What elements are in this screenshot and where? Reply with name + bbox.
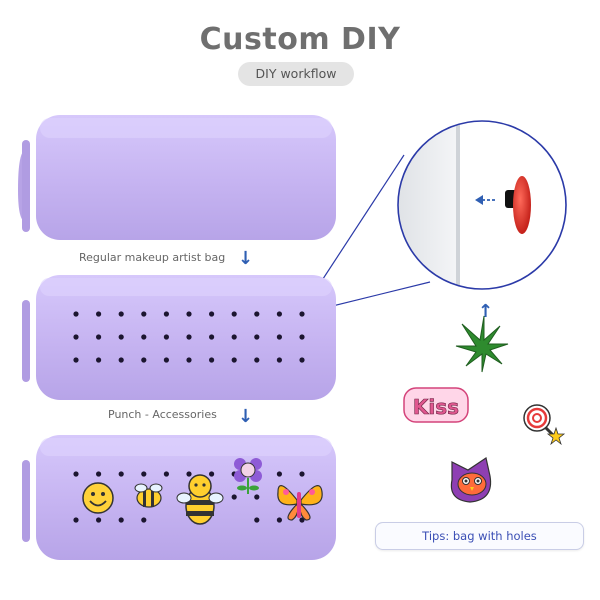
step-caption-1: Regular makeup artist bag [79,251,226,264]
hole [209,334,215,340]
subtitle-badge: DIY workflow [238,62,354,86]
hole [118,357,124,363]
hole [276,471,282,477]
up-arrow-icon: ↑ [478,301,494,322]
hole [231,311,237,317]
pin-button-icon [505,176,531,234]
hole [163,357,169,363]
hole [254,517,260,523]
hole [141,517,147,523]
hole [254,334,260,340]
step-caption-2: Punch - Accessories [108,408,217,421]
hole [299,334,305,340]
hole [96,311,102,317]
hole [186,357,192,363]
flower-charm-icon [234,458,262,494]
hole [299,311,305,317]
hole [254,494,260,500]
plain-bag [18,115,336,240]
hole [141,334,147,340]
leaf-charm-icon [455,315,509,373]
hole [118,517,124,523]
hole [141,357,147,363]
hole [231,494,237,500]
smiley-charm-icon [82,482,114,514]
hole [276,517,282,523]
hole [73,471,79,477]
hole-grid [73,311,305,363]
hole [299,357,305,363]
hole [96,357,102,363]
hole [231,334,237,340]
hole [163,311,169,317]
kiss-charm-icon: Kiss [403,387,469,423]
hole [186,334,192,340]
punched-bag [22,275,336,400]
hole [96,517,102,523]
hole [73,357,79,363]
page-title: Custom DIY [199,22,401,57]
hole [209,471,215,477]
lollipop-charm-icon [523,404,566,446]
hole [163,334,169,340]
hole [141,311,147,317]
hole [231,357,237,363]
hole [96,471,102,477]
hole [73,517,79,523]
hole [118,311,124,317]
kiss-charm-text: Kiss [413,395,459,419]
hole [299,471,305,477]
hole [254,311,260,317]
hole [118,471,124,477]
tips-label: Tips: bag with holes [375,522,584,550]
hole [141,471,147,477]
big-bee-charm-icon [176,474,224,525]
hole [209,357,215,363]
butterfly-charm-icon [277,485,323,521]
hole [276,357,282,363]
hole [254,357,260,363]
hole [186,311,192,317]
hole [96,334,102,340]
hole [209,311,215,317]
hole [163,471,169,477]
owl-charm-icon [450,457,492,503]
down-arrow-icon: ↓ [238,406,254,427]
magnifier-circle [397,120,567,290]
hole [73,334,79,340]
hole [276,311,282,317]
down-arrow-icon: ↓ [238,248,254,269]
hole [299,517,305,523]
hole [276,334,282,340]
decorated-bag [22,435,336,560]
hole [73,311,79,317]
hole [186,471,192,477]
hole [118,334,124,340]
bee-charm-icon [134,483,163,508]
left-arrow-icon [475,195,497,205]
